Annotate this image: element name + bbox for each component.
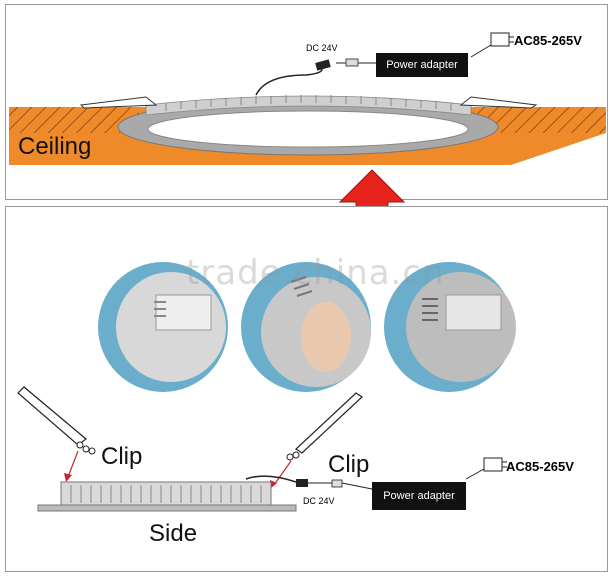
- clip-detail-svg: [17, 262, 516, 512]
- clip-right: [459, 96, 538, 109]
- side-dc-plug-2: [331, 479, 343, 488]
- ac-voltage-label: AC85-265V: [514, 33, 582, 48]
- side-dc-voltage-label: DC 24V: [303, 496, 335, 506]
- ceiling-diagram-svg: [9, 32, 606, 165]
- fin-lines: [165, 95, 452, 111]
- side-view-panel: [60, 481, 272, 507]
- side-ac-plug: [483, 457, 503, 472]
- ac-cable: [470, 44, 492, 58]
- side-wire: [245, 475, 297, 483]
- side-ac-voltage-label: AC85-265V: [506, 459, 574, 474]
- clip-label-right: Clip: [328, 451, 370, 478]
- side-view-fins: [70, 485, 262, 503]
- side-view-base: [37, 504, 297, 512]
- clip-label-left: Clip: [101, 443, 143, 470]
- wire: [255, 66, 323, 96]
- clip-spring-right: [295, 392, 363, 454]
- ceiling-hatch-left: [9, 107, 139, 133]
- clip-pointer-left: [67, 450, 79, 478]
- clip-detail-panel: trade.china.cn Clip Clip Side DC 24V Pow…: [5, 206, 608, 572]
- photo-1: [98, 262, 228, 392]
- ac-plug: [490, 32, 510, 47]
- power-adapter-box: Power adapter: [376, 53, 468, 77]
- side-label: Side: [149, 520, 198, 547]
- clip-pointer-right: [273, 460, 292, 486]
- clip-left: [79, 96, 158, 109]
- ceiling-label: Ceiling: [18, 133, 92, 160]
- ceiling-install-diagram-panel: Ceiling DC 24V Power adapter AC85-265V: [5, 4, 608, 200]
- side-power-adapter-box: Power adapter: [372, 482, 466, 510]
- dc-plug-2: [345, 58, 359, 67]
- side-ac-cable: [465, 468, 485, 480]
- panel-light-fins: [145, 95, 472, 116]
- photo-2: [241, 262, 371, 392]
- side-dc-plug: [296, 479, 308, 487]
- dc-plug: [315, 59, 331, 71]
- watermark: trade.china.cn: [186, 253, 445, 293]
- photo-3: [384, 262, 516, 392]
- panel-light-inner: [147, 110, 469, 148]
- clip-spring-left: [17, 386, 87, 446]
- dc-voltage-label: DC 24V: [306, 43, 338, 53]
